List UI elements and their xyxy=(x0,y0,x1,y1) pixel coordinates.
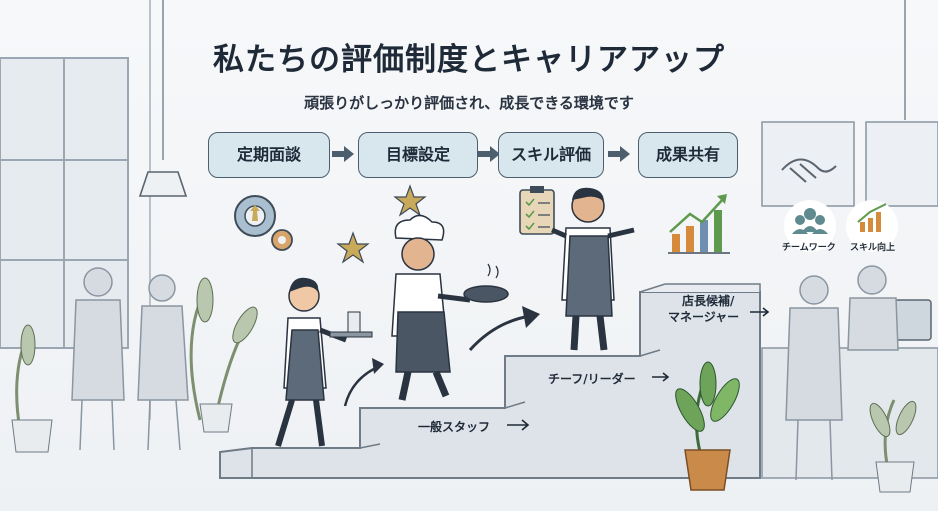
star-icon xyxy=(336,184,427,264)
gear-icon xyxy=(234,195,293,251)
skill-badge-icon xyxy=(846,200,898,252)
level-chief-leader: チーフ/リーダー xyxy=(548,372,636,386)
background-staff xyxy=(71,265,899,481)
step-goal-setting: 目標設定 xyxy=(358,132,478,178)
potted-plant-icon xyxy=(675,361,917,493)
level-general-staff: 一般スタッフ xyxy=(418,420,491,434)
arrow-right-icon xyxy=(478,146,500,162)
growth-arrow-icon xyxy=(372,358,384,374)
wall-frames xyxy=(761,121,938,207)
page-title: 私たちの評価制度とキャリアアップ xyxy=(213,42,725,78)
chef-figure xyxy=(391,214,509,401)
arrow-right-icon xyxy=(608,146,630,162)
plant-icon xyxy=(11,277,258,453)
career-stairs xyxy=(219,283,761,479)
growth-arrow-icon xyxy=(468,314,531,351)
badge-teamwork-label: チームワーク xyxy=(782,243,836,253)
level-arrows xyxy=(507,307,770,431)
step-regular-interview: 定期面談 xyxy=(208,132,330,178)
growth-arrow-icon xyxy=(522,306,540,328)
manager-figure xyxy=(551,187,635,351)
clipboard-icon xyxy=(519,186,555,235)
badge-skill-up-label: スキル向上 xyxy=(850,243,896,253)
arrow-right-icon xyxy=(332,146,354,162)
level-manager-line2: マネージャー xyxy=(668,310,740,324)
step-result-sharing: 成果共有 xyxy=(638,132,738,178)
level-manager-line1: 店長候補/ xyxy=(682,294,735,308)
teamwork-badge-icon xyxy=(784,200,836,252)
window-illustration xyxy=(0,0,151,420)
page-subtitle: 頑張りがしっかり評価され、成長できる環境です xyxy=(304,94,634,112)
growth-chart-icon xyxy=(668,194,730,254)
step-skill-evaluation: スキル評価 xyxy=(498,132,604,178)
waitress-figure xyxy=(275,277,373,447)
